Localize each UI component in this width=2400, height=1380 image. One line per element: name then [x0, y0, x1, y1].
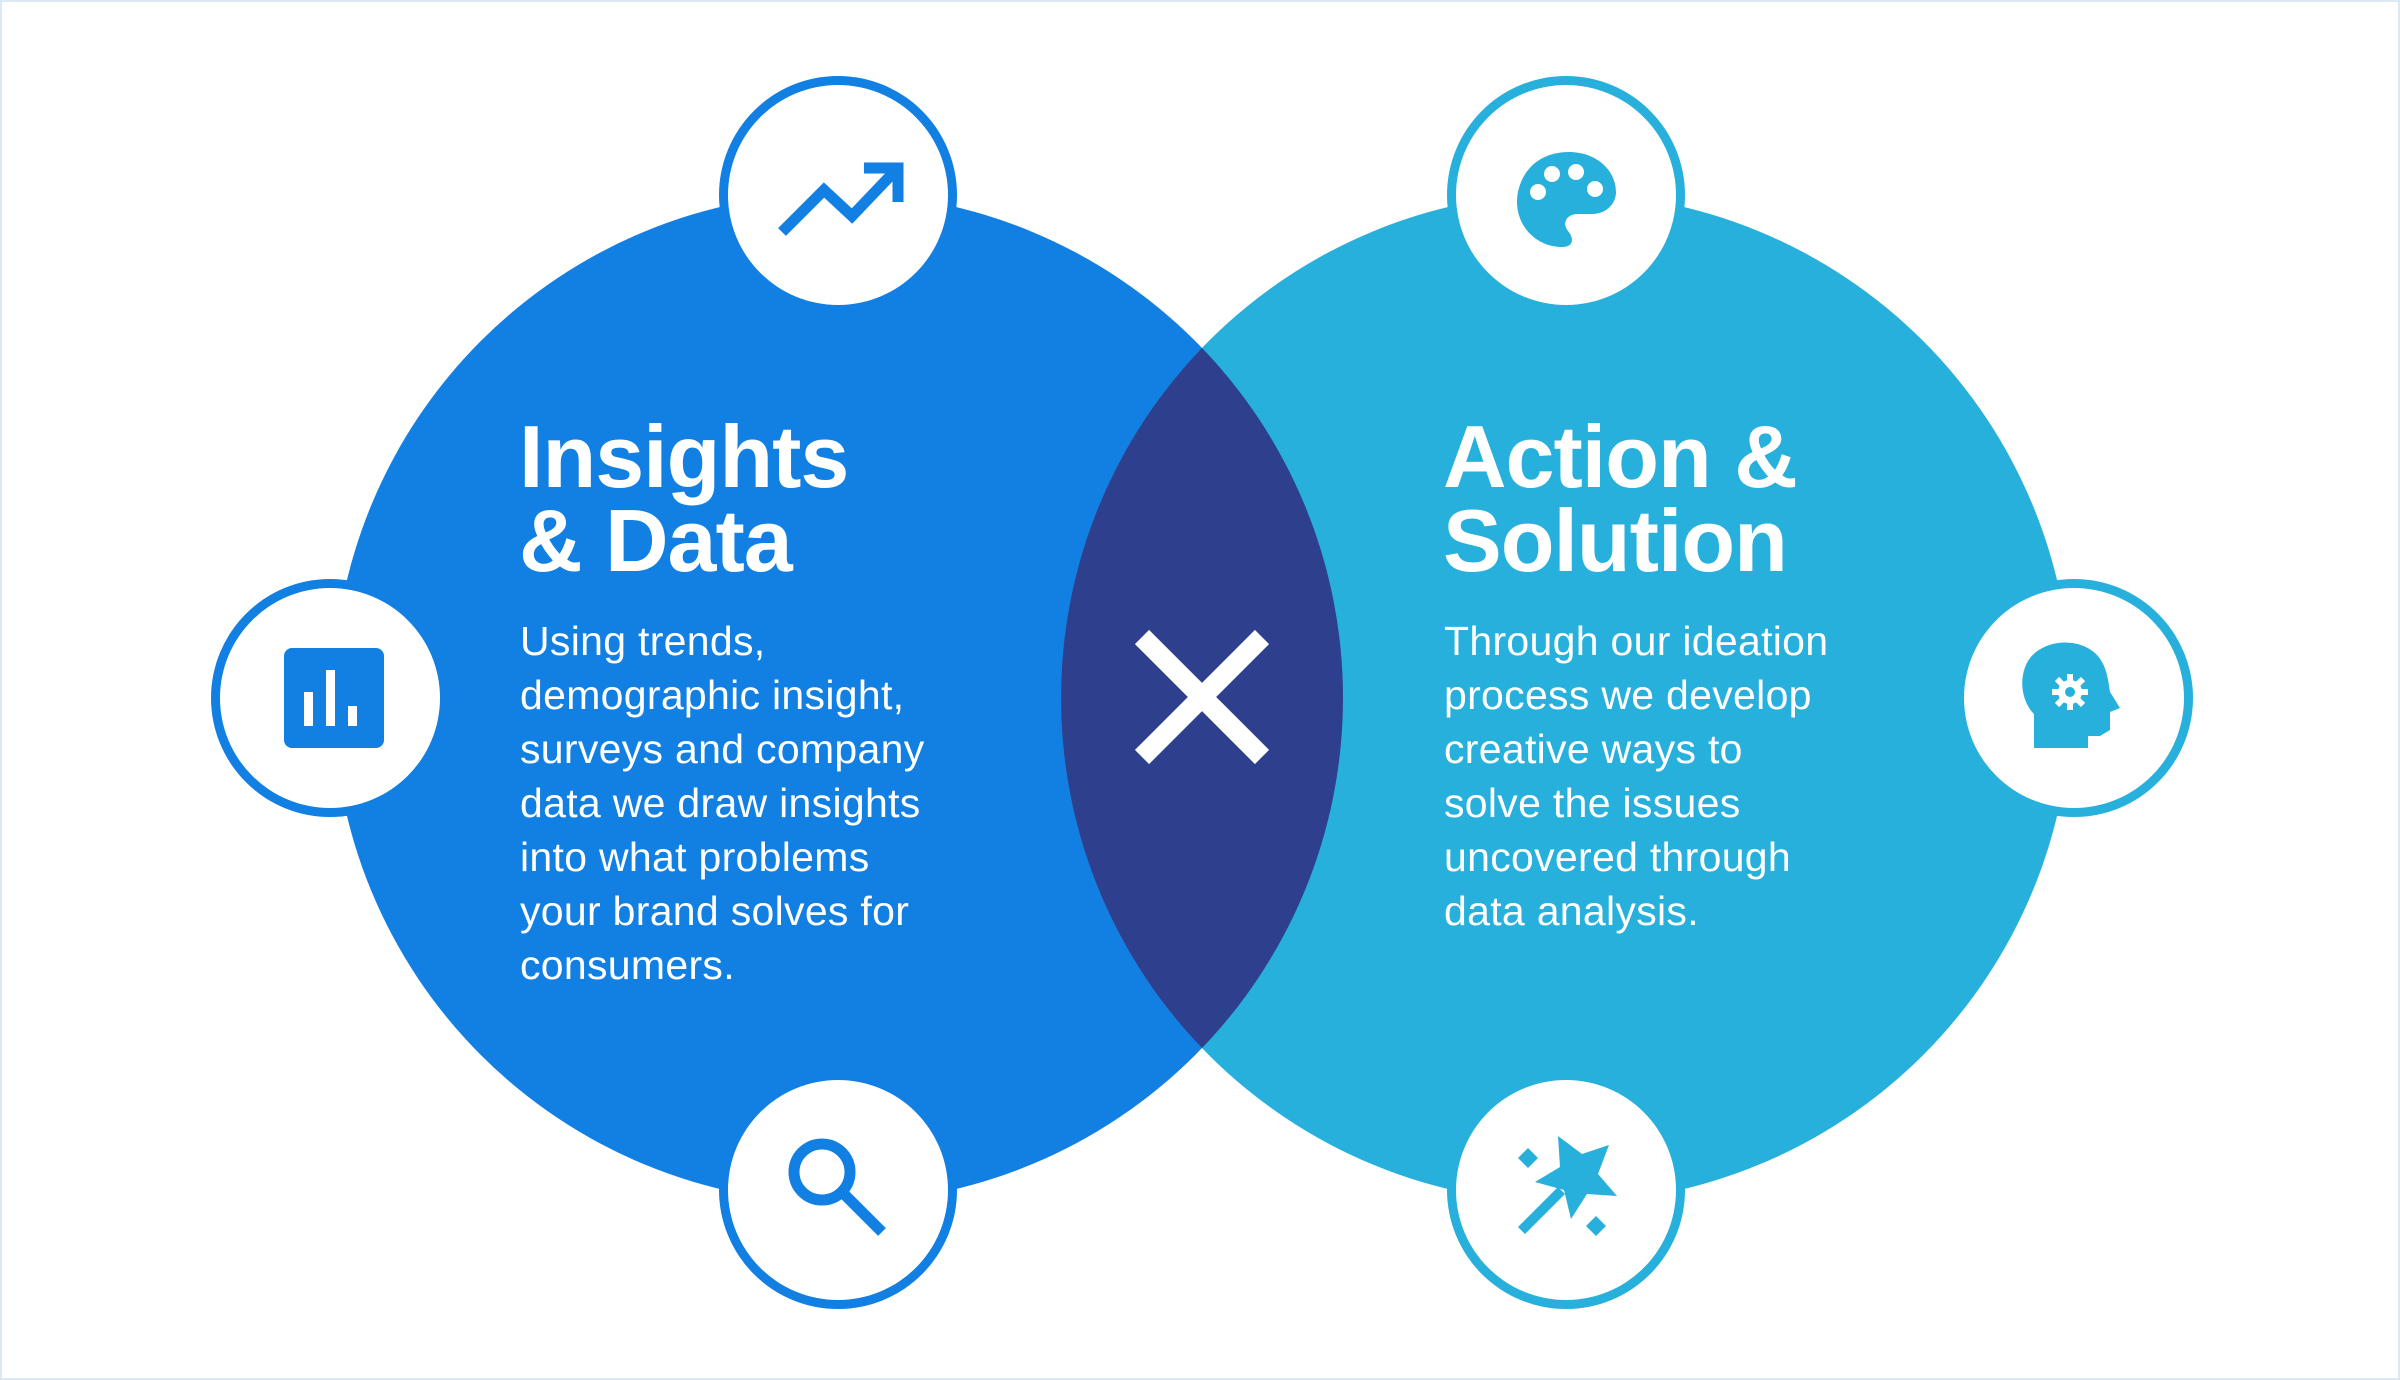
multiply-icon — [1134, 629, 1270, 765]
bar-chart-icon-badge — [211, 579, 449, 817]
left-title: Insights & Data — [519, 407, 849, 590]
right-description-line: process we develop — [1444, 672, 1812, 718]
left-description-line: your brand solves for — [520, 888, 910, 934]
left-description-line: Using trends, — [520, 618, 766, 664]
right-title-line: Action & — [1443, 407, 1798, 506]
search-icon — [788, 1138, 886, 1236]
magic-wand-icon-badge — [1447, 1071, 1685, 1309]
magic-wand-icon — [1518, 1136, 1617, 1236]
right-description-line: solve the issues — [1444, 780, 1741, 826]
left-title-line: Insights — [519, 407, 849, 506]
right-description-line: uncovered through — [1444, 834, 1792, 880]
left-description-line: demographic insight, — [520, 672, 905, 718]
right-title-line: Solution — [1443, 491, 1788, 590]
palette-icon — [1517, 152, 1616, 247]
left-circle — [333, 193, 1343, 1203]
left-description-line: into what problems — [520, 834, 870, 880]
right-description: Through our ideation process we develop … — [1444, 614, 1828, 938]
search-icon-badge — [719, 1071, 957, 1309]
right-circle — [1061, 193, 2071, 1203]
left-description: Using trends, demographic insight, surve… — [520, 614, 925, 992]
left-description-line: data we draw insights — [520, 780, 921, 826]
head-gear-icon — [2022, 642, 2120, 748]
trending-up-icon-badge — [719, 76, 957, 314]
left-title-line: & Data — [519, 491, 793, 590]
palette-icon-badge — [1447, 76, 1685, 314]
right-description-line: data analysis. — [1444, 888, 1699, 934]
left-description-line: surveys and company — [520, 726, 925, 772]
right-title: Action & Solution — [1443, 407, 1798, 590]
head-gear-icon-badge — [1955, 579, 2193, 817]
right-description-line: creative ways to — [1444, 726, 1743, 772]
bar-chart-icon — [284, 648, 384, 748]
right-description-line: Through our ideation — [1444, 618, 1829, 664]
trending-up-icon — [778, 162, 904, 236]
left-description-line: consumers. — [520, 942, 735, 988]
